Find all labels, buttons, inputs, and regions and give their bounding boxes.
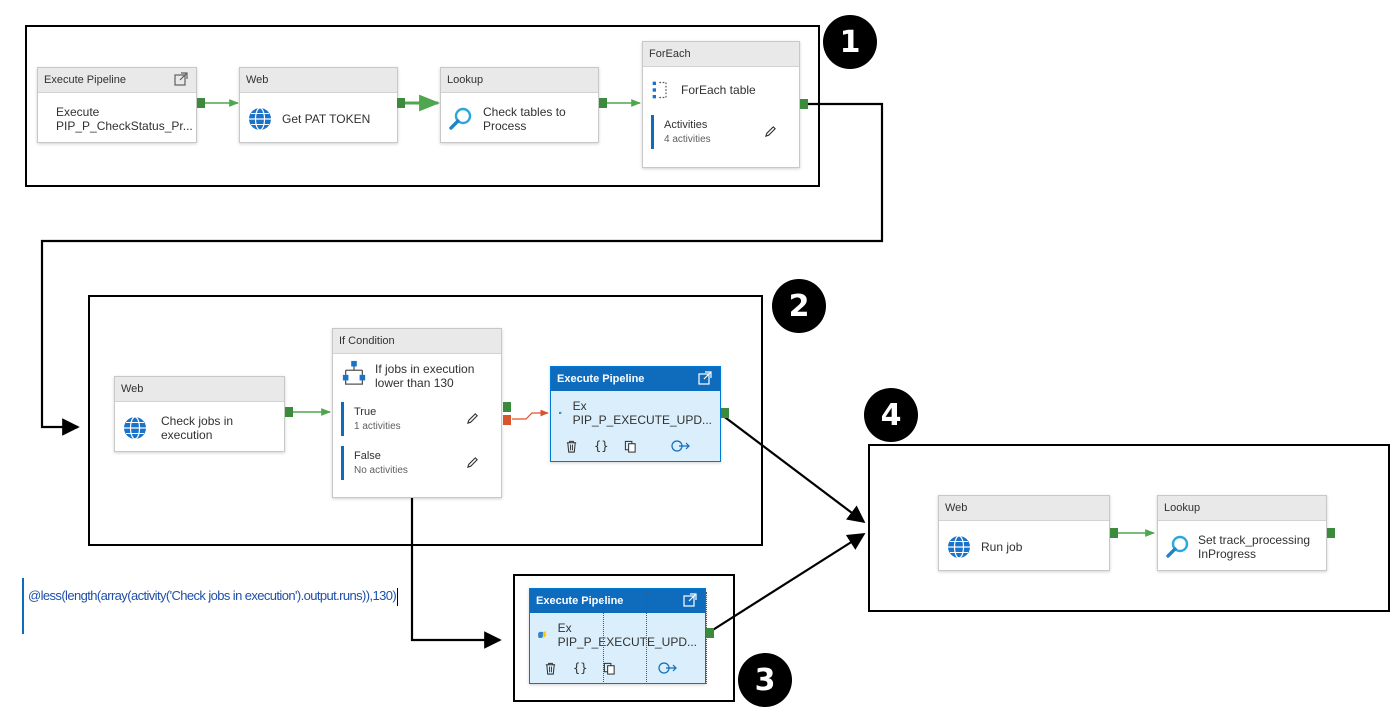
success-port[interactable] (1110, 528, 1118, 538)
activity-name-line1: Set track_processing (1198, 533, 1311, 547)
true-branch-count: 1 activities (354, 421, 401, 432)
copy-icon[interactable] (603, 662, 616, 675)
badge-4: 4 (864, 388, 918, 442)
open-external-icon[interactable] (683, 593, 697, 607)
text-cursor (397, 587, 399, 606)
delete-icon[interactable] (565, 440, 578, 453)
activity-type-label: Lookup (1158, 496, 1326, 521)
connector-section1-to-section2 (40, 102, 884, 436)
activity-name-line2: PIP_P_EXECUTE_UPD... (557, 635, 697, 649)
success-port[interactable] (1327, 528, 1335, 538)
edit-pencil-icon[interactable] (466, 412, 479, 425)
activity-name-line1: Check tables to (483, 105, 566, 119)
success-port[interactable] (197, 98, 205, 108)
badge-1: 1 (823, 15, 877, 69)
success-port[interactable] (706, 628, 714, 638)
activity-name: Get PAT TOKEN (282, 112, 371, 126)
foreach-activities-panel[interactable]: Activities 4 activities (651, 115, 791, 149)
activity-type-label: Web (115, 377, 284, 402)
activity-name-line2: Process (483, 119, 527, 133)
connector-section2-to-section4 (721, 414, 866, 524)
activity-name-line1: Ex (557, 621, 572, 635)
false-branch-count: No activities (354, 465, 408, 476)
activity-foreach-table[interactable]: ForEach ForEach table Activities 4 activ… (642, 41, 800, 168)
activity-type-label: Web (939, 496, 1109, 521)
activity-type-label: Web (240, 68, 397, 93)
activity-toolbar: {} (544, 661, 678, 675)
selection-guide (706, 592, 707, 684)
activity-name: ForEach table (681, 83, 756, 97)
if-condition-expression[interactable]: @less(length(array(activity('Check jobs … (22, 578, 399, 634)
badge-3: 3 (738, 653, 792, 707)
activity-type-label: ForEach (643, 42, 799, 67)
activity-name-line1: Execute (56, 105, 100, 119)
activity-type-label: Lookup (441, 68, 598, 93)
magnifier-icon (449, 107, 473, 131)
failure-port[interactable] (503, 415, 511, 425)
open-external-icon[interactable] (174, 72, 188, 86)
globe-icon (947, 535, 971, 559)
activity-name: Run job (981, 540, 1023, 554)
activity-name-line2: PIP_P_CheckStatus_Pr... (56, 119, 193, 133)
activities-title: Activities (664, 119, 708, 131)
selection-guide (603, 592, 604, 684)
execute-pipeline-icon (538, 624, 548, 646)
activity-type-label: Execute Pipeline (551, 367, 720, 391)
if-false-branch[interactable]: False No activities (341, 446, 493, 480)
success-port[interactable] (397, 98, 405, 108)
link-if-to-exec-red (512, 409, 549, 420)
activity-web-run-job[interactable]: Web Run job (938, 495, 1110, 571)
activity-type-label: Execute Pipeline (530, 589, 705, 613)
if-true-branch[interactable]: True 1 activities (341, 402, 493, 436)
activity-name-line2: InProgress (1198, 547, 1257, 561)
activity-name-line1: Check jobs in (161, 414, 234, 428)
add-output-icon[interactable] (658, 661, 678, 675)
globe-icon (123, 416, 147, 440)
execute-pipeline-icon (559, 402, 563, 424)
false-branch-title: False (354, 450, 381, 462)
activity-type-label: If Condition (333, 329, 501, 354)
activities-count: 4 activities (664, 134, 711, 145)
if-condition-icon (341, 360, 367, 386)
magnifier-icon (1166, 535, 1190, 559)
true-branch-title: True (354, 406, 377, 418)
add-output-icon[interactable] (671, 439, 691, 453)
code-icon[interactable]: {} (573, 661, 588, 675)
badge-2: 2 (772, 279, 826, 333)
success-port[interactable] (721, 408, 729, 418)
foreach-icon (651, 78, 671, 102)
copy-icon[interactable] (624, 440, 637, 453)
delete-icon[interactable] (544, 662, 557, 675)
activity-web-get-pat-token[interactable]: Web Get PAT TOKEN (239, 67, 398, 143)
success-port[interactable] (599, 98, 607, 108)
success-port[interactable] (503, 402, 511, 412)
activity-name-line1: Ex (572, 399, 587, 413)
edit-pencil-icon[interactable] (764, 125, 777, 138)
edit-pencil-icon[interactable] (466, 456, 479, 469)
success-port[interactable] (800, 99, 808, 109)
activity-toolbar: {} (565, 439, 691, 453)
code-icon[interactable]: {} (594, 439, 609, 453)
connector-if-false-to-section3 (410, 497, 502, 649)
condition-line2: lower than 130 (375, 376, 454, 390)
selection-guide (646, 592, 647, 684)
connector-section3-to-section4 (707, 533, 866, 634)
success-port[interactable] (285, 407, 293, 417)
expression-text: @less(length(array(activity('Check jobs … (28, 588, 397, 603)
open-external-icon[interactable] (698, 371, 712, 385)
activity-name-line2: PIP_P_EXECUTE_UPD... (572, 413, 712, 427)
activity-name-line2: execution (161, 428, 213, 442)
condition-line1: If jobs in execution (375, 362, 475, 376)
globe-icon (248, 107, 272, 131)
activity-type-label: Execute Pipeline (38, 68, 196, 93)
